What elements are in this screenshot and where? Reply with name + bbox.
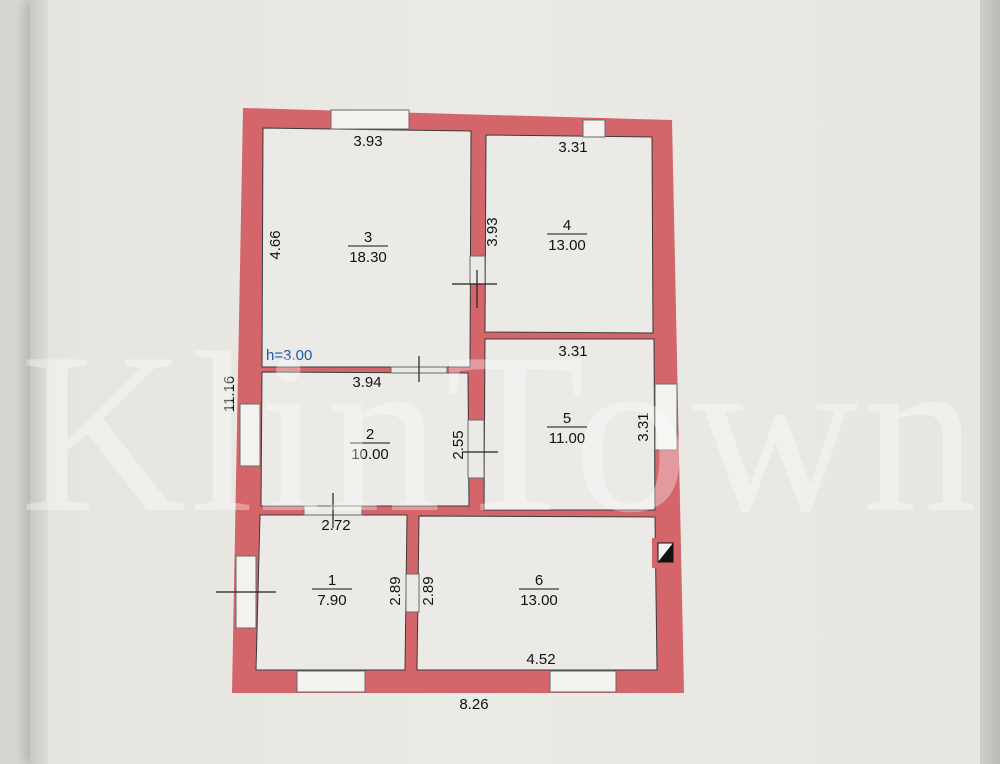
room-5-area: 11.00 — [549, 430, 585, 447]
window-top-room3 — [330, 109, 410, 130]
ceiling-height-label: h=3.00 — [266, 347, 312, 364]
door-room2-room5 — [467, 419, 485, 479]
dim-room5-top: 3.31 — [558, 343, 587, 360]
dim-room6-left: 2.89 — [420, 576, 437, 605]
dim-room1-top: 2.72 — [321, 517, 350, 534]
room-5-number: 5 — [563, 410, 571, 427]
dim-room4-top: 3.31 — [558, 139, 587, 156]
room-6-number: 6 — [535, 572, 543, 589]
window-bottom-room1 — [296, 670, 366, 693]
paper-edge — [30, 0, 48, 764]
dim-room1-right: 2.89 — [387, 576, 404, 605]
dim-overall-height: 11.16 — [221, 376, 238, 412]
background-strip — [980, 0, 1000, 764]
dim-room3-right: 3.93 — [484, 217, 501, 246]
room-4-area: 13.00 — [548, 237, 586, 254]
window-top-room4 — [582, 119, 606, 138]
boiler-icon — [652, 538, 678, 568]
dim-room2-right: 2.55 — [450, 430, 467, 459]
dim-room2-top: 3.94 — [352, 374, 381, 391]
window-bottom-room6 — [549, 670, 617, 693]
dim-room5-right: 3.31 — [635, 412, 652, 441]
dim-room3-left: 4.66 — [267, 230, 284, 259]
room-6 — [416, 515, 658, 671]
room-6-area: 13.00 — [520, 592, 558, 609]
room-3-area: 18.30 — [349, 249, 387, 266]
dim-room3-top: 3.93 — [353, 133, 382, 150]
room-3-number: 3 — [364, 229, 372, 246]
room-2-number: 2 — [366, 426, 374, 443]
door-room1-room6 — [405, 573, 420, 613]
dim-room6-bottom: 4.52 — [526, 651, 555, 668]
window-right-room5 — [654, 383, 678, 451]
window-left-room2 — [239, 403, 261, 467]
dim-overall-width: 8.26 — [459, 696, 488, 713]
room-1-number: 1 — [328, 572, 336, 589]
room-1-area: 7.90 — [317, 592, 346, 609]
room-2-area: 10.00 — [351, 446, 389, 463]
room-4-number: 4 — [563, 217, 571, 234]
room-3 — [261, 127, 472, 368]
